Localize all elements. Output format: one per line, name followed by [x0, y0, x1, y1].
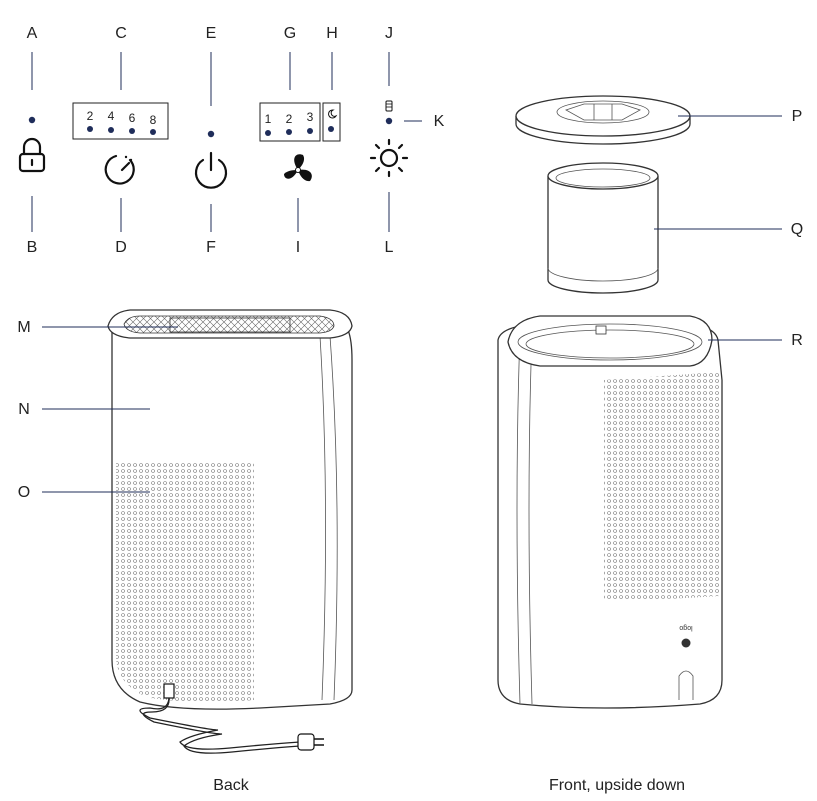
label-c: C — [115, 25, 127, 42]
label-k: K — [434, 113, 445, 130]
sleep-indicator-box — [322, 102, 341, 142]
timer-icon — [104, 154, 135, 185]
label-g: G — [284, 25, 296, 42]
light-icon — [369, 138, 409, 178]
fan-speed-label-3: 3 — [307, 110, 314, 124]
timer-dot-6 — [129, 128, 135, 134]
label-n: N — [18, 401, 30, 418]
label-d: D — [115, 239, 127, 256]
label-h: H — [326, 25, 338, 42]
brand-logo: logo — [679, 624, 692, 631]
label-a: A — [27, 25, 38, 42]
fan-icon — [284, 154, 312, 182]
caption-back: Back — [213, 777, 250, 794]
label-j: J — [385, 25, 393, 42]
timer-dot-2 — [87, 126, 93, 132]
filter-cover — [515, 95, 691, 145]
purifier-front-view: logo — [497, 315, 723, 709]
fan-speed-dot-2 — [286, 129, 292, 135]
label-e: E — [206, 25, 217, 42]
timer-label-2: 2 — [87, 109, 94, 123]
power-button-icon — [681, 638, 691, 648]
caption-front: Front, upside down — [549, 777, 685, 794]
sleep-indicator-dot — [328, 126, 334, 132]
label-p: P — [792, 108, 803, 125]
timer-label-6: 6 — [129, 111, 136, 125]
timer-dot-4 — [108, 127, 114, 133]
label-q: Q — [791, 221, 803, 238]
fan-speed-dot-3 — [307, 128, 313, 134]
label-l: L — [385, 239, 394, 256]
fan-speed-dot-1 — [265, 130, 271, 136]
purifier-back-view — [107, 309, 353, 754]
power-indicator-dot — [207, 130, 215, 138]
lock-icon — [18, 137, 46, 173]
filter-cartridge — [547, 162, 659, 294]
label-o: O — [18, 484, 30, 501]
label-m: M — [17, 319, 30, 336]
filter-indicator-dot — [385, 117, 393, 125]
label-f: F — [206, 239, 216, 256]
timer-label-8: 8 — [150, 113, 157, 127]
label-b: B — [27, 239, 38, 256]
fan-speed-label-1: 1 — [265, 112, 272, 126]
label-i: I — [296, 239, 300, 256]
timer-indicator-box — [72, 102, 169, 140]
label-r: R — [791, 332, 803, 349]
timer-label-4: 4 — [108, 109, 115, 123]
timer-dot-8 — [150, 129, 156, 135]
lock-indicator-dot — [28, 116, 36, 124]
fan-speed-label-2: 2 — [286, 112, 293, 126]
power-icon — [194, 151, 228, 189]
filter-indicator-icon — [385, 100, 393, 112]
moon-icon — [328, 109, 338, 119]
fan-speed-indicator-box — [259, 102, 321, 142]
